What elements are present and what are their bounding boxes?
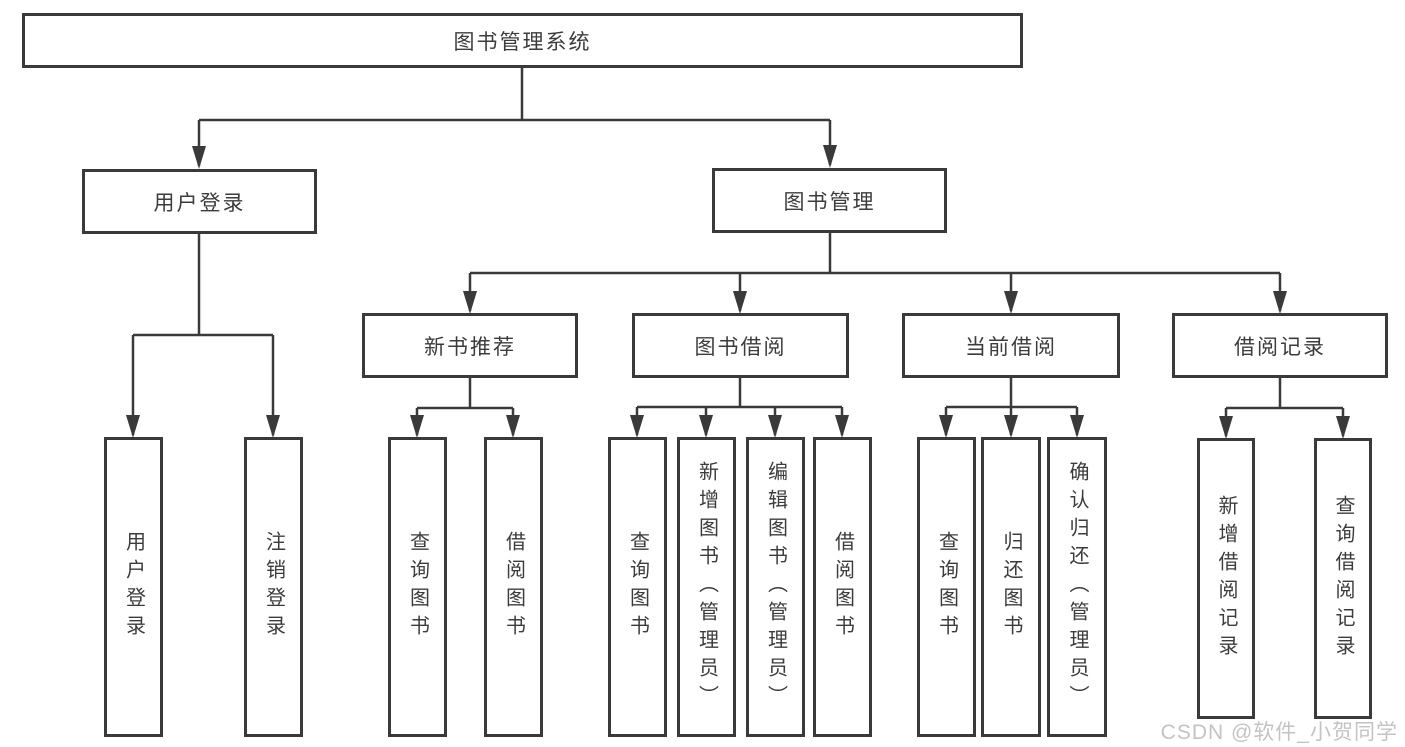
leaf-borrow-book: 借阅图书 (484, 437, 543, 737)
node-label: 归还图书 (1000, 531, 1022, 643)
node-book-management: 图书管理 (712, 168, 947, 233)
node-label: 当前借阅 (965, 335, 1057, 359)
node-current-borrowing: 当前借阅 (902, 313, 1120, 378)
node-library-system: 图书管理系统 (22, 13, 1023, 68)
node-label: 新增图书（管理员） (695, 461, 718, 713)
leaf-query-borrow-record: 查询借阅记录 (1314, 438, 1372, 719)
node-label: 图书管理 (783, 190, 876, 214)
node-label: 图书管理系统 (453, 30, 592, 54)
node-label: 查询借阅记录 (1332, 494, 1354, 663)
node-label: 用户登录 (153, 191, 246, 215)
node-user-login: 用户登录 (82, 169, 317, 234)
node-label: 查询图书 (406, 531, 429, 643)
node-label: 确认归还（管理员） (1066, 461, 1088, 713)
leaf-borrow-book: 借阅图书 (813, 437, 872, 737)
node-new-book-recommend: 新书推荐 (362, 313, 578, 378)
node-label: 查询图书 (626, 531, 649, 643)
leaf-query-book: 查询图书 (608, 437, 667, 737)
leaf-logout: 注销登录 (244, 437, 303, 737)
node-label: 用户登录 (122, 531, 145, 643)
node-label: 借阅图书 (831, 531, 854, 643)
watermark: CSDN @软件_小贺同学 (1160, 721, 1398, 744)
node-label: 借阅图书 (502, 531, 525, 643)
node-book-borrowing: 图书借阅 (632, 313, 849, 378)
leaf-user-login: 用户登录 (104, 437, 163, 737)
leaf-edit-book-admin: 编辑图书（管理员） (746, 437, 805, 737)
node-label: 新书推荐 (424, 335, 516, 359)
node-label: 编辑图书（管理员） (764, 461, 787, 713)
leaf-add-book-admin: 新增图书（管理员） (677, 437, 736, 737)
leaf-query-book: 查询图书 (388, 437, 447, 737)
connectors (131, 68, 1345, 436)
node-label: 新增借阅记录 (1215, 494, 1237, 663)
node-label: 查询图书 (935, 531, 958, 643)
node-label: 图书借阅 (694, 335, 787, 359)
node-borrowing-records: 借阅记录 (1172, 313, 1388, 378)
node-label: 借阅记录 (1234, 335, 1326, 359)
leaf-query-book: 查询图书 (917, 437, 976, 737)
leaf-confirm-return-admin: 确认归还（管理员） (1047, 437, 1107, 737)
leaf-return-book: 归还图书 (981, 437, 1041, 737)
node-label: 注销登录 (262, 531, 285, 643)
leaf-add-borrow-record: 新增借阅记录 (1197, 438, 1255, 719)
